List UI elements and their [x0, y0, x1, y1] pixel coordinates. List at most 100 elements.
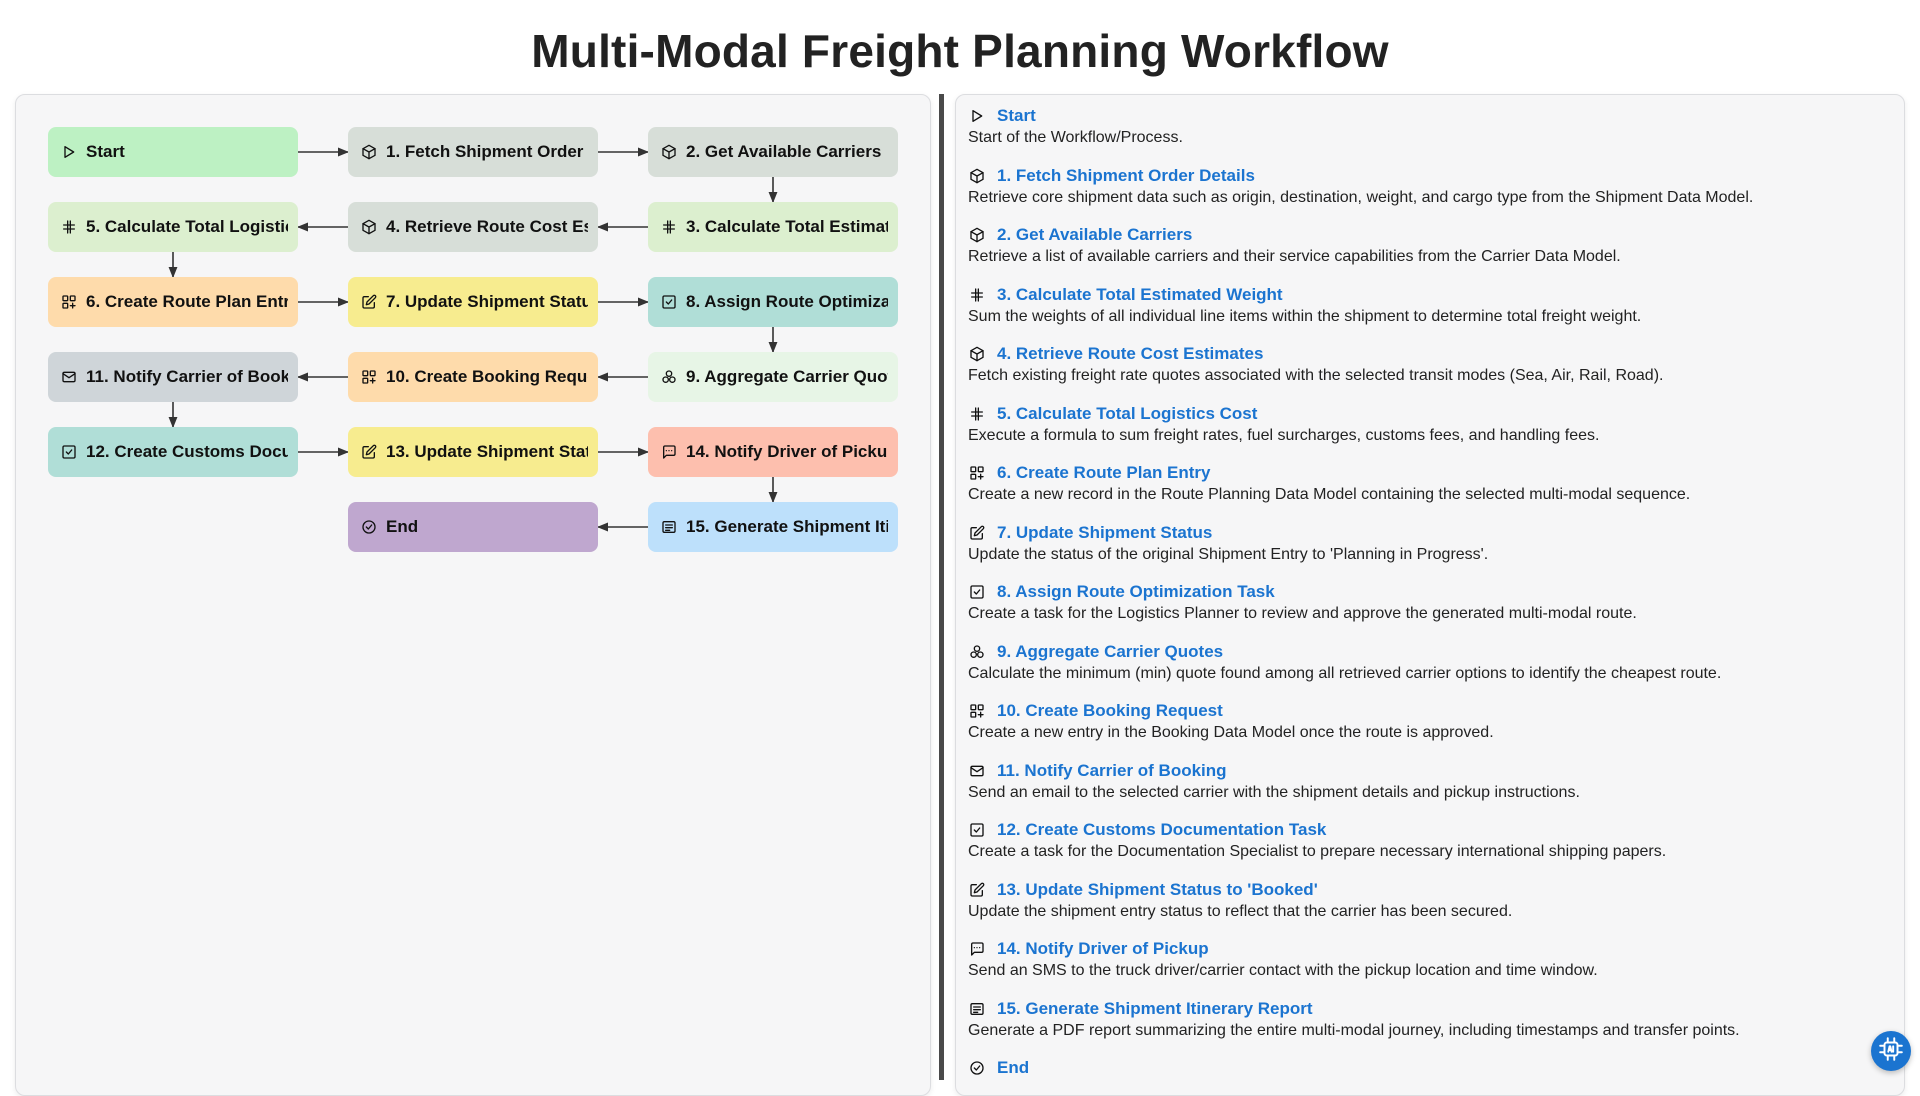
- cube-icon: [968, 167, 986, 185]
- flow-node-label: 8. Assign Route Optimizatio: [686, 292, 888, 311]
- step-title-link[interactable]: 12. Create Customs Documentation Task: [997, 820, 1327, 839]
- checkbox-icon: [968, 821, 986, 839]
- step-title-link[interactable]: 4. Retrieve Route Cost Estimates: [997, 344, 1264, 363]
- step-description-text: Start of the Workflow/Process.: [968, 129, 1183, 146]
- flow-node-label: 2. Get Available Carriers: [686, 142, 882, 161]
- step-title-link[interactable]: End: [997, 1058, 1030, 1077]
- flow-node-n8[interactable]: 8. Assign Route Optimizatio: [648, 277, 898, 327]
- flow-node-start[interactable]: Start: [48, 127, 298, 177]
- step-title-link[interactable]: 14. Notify Driver of Pickup: [997, 939, 1209, 958]
- step-heading: 14. Notify Driver of Pickup: [968, 938, 1888, 960]
- step-description-text: Fetch existing freight rate quotes assoc…: [968, 367, 1664, 384]
- flow-node-n7[interactable]: 7. Update Shipment Status: [348, 277, 598, 327]
- checkbox-icon: [60, 443, 78, 461]
- checkbox-icon: [660, 293, 678, 311]
- step-heading: 8. Assign Route Optimization Task: [968, 581, 1888, 603]
- page-title: Multi-Modal Freight Planning Workflow: [531, 25, 1389, 77]
- step-heading: 2. Get Available Carriers: [968, 224, 1888, 246]
- flow-node-n3[interactable]: 3. Calculate Total Estimated: [648, 202, 898, 252]
- flow-node-label: 1. Fetch Shipment Order De: [386, 142, 588, 161]
- edit-icon: [968, 881, 986, 899]
- check-circle-icon: [360, 518, 378, 536]
- step-description-text: Update the shipment entry status to refl…: [968, 902, 1513, 920]
- flow-node-label: Start: [86, 142, 125, 161]
- panel-divider[interactable]: [939, 94, 944, 1080]
- aggregate-icon: [968, 643, 986, 661]
- step-heading: 9. Aggregate Carrier Quotes: [968, 641, 1888, 663]
- cube-icon: [968, 345, 986, 363]
- step-title-link[interactable]: 13. Update Shipment Status to 'Booked': [997, 879, 1318, 899]
- flow-node-n4[interactable]: 4. Retrieve Route Cost Esti: [348, 202, 598, 252]
- step-description-end: End: [968, 1057, 1888, 1095]
- chip-icon: [1878, 1036, 1904, 1067]
- flow-node-n14[interactable]: 14. Notify Driver of Pickup: [648, 427, 898, 477]
- flow-node-end[interactable]: End: [348, 502, 598, 552]
- step-title-link[interactable]: 11. Notify Carrier of Booking: [997, 760, 1227, 780]
- step-title-link[interactable]: 5. Calculate Total Logistics Cost: [997, 403, 1258, 423]
- cube-icon: [660, 143, 678, 161]
- cube-icon: [360, 143, 378, 161]
- step-title-link[interactable]: 7. Update Shipment Status: [997, 522, 1213, 542]
- step-heading: 1. Fetch Shipment Order Details: [968, 165, 1888, 187]
- step-title-link[interactable]: 1. Fetch Shipment Order Details: [997, 165, 1255, 185]
- edit-icon: [968, 524, 986, 542]
- step-title-link[interactable]: 8. Assign Route Optimization Task: [997, 582, 1275, 601]
- step-description-text: Create a new entry in the Booking Data M…: [968, 724, 1494, 741]
- step-title-link[interactable]: 9. Aggregate Carrier Quotes: [997, 641, 1224, 661]
- flow-node-label: 12. Create Customs Docum: [86, 442, 288, 461]
- step-description-text: Generate a PDF report summarizing the en…: [968, 1021, 1740, 1039]
- step-heading: End: [968, 1057, 1888, 1079]
- flow-node-n9[interactable]: 9. Aggregate Carrier Quote: [648, 352, 898, 402]
- step-title-link[interactable]: 6. Create Route Plan Entry: [997, 463, 1211, 482]
- step-description-text: Create a task for the Logistics Planner …: [968, 605, 1637, 622]
- step-description-text: Execute a formula to sum freight rates, …: [968, 426, 1600, 444]
- step-heading: 5. Calculate Total Logistics Cost: [968, 403, 1888, 425]
- mail-icon: [60, 368, 78, 386]
- flow-node-n6[interactable]: 6. Create Route Plan Entry: [48, 277, 298, 327]
- step-title-link[interactable]: 15. Generate Shipment Itinerary Report: [997, 998, 1313, 1018]
- flow-node-n5[interactable]: 5. Calculate Total Logistics: [48, 202, 298, 252]
- step-description-text: Send an email to the selected carrier wi…: [968, 783, 1580, 801]
- step-description-text: Calculate the minimum (min) quote found …: [968, 664, 1722, 682]
- cube-icon: [968, 226, 986, 244]
- step-title-link[interactable]: 3. Calculate Total Estimated Weight: [997, 284, 1283, 304]
- flow-node-label: 13. Update Shipment Statu: [386, 442, 588, 461]
- step-title-link[interactable]: Start: [997, 106, 1036, 125]
- flow-node-n11[interactable]: 11. Notify Carrier of Bookin: [48, 352, 298, 402]
- mail-icon: [968, 762, 986, 780]
- report-icon: [660, 518, 678, 536]
- ai-assistant-button[interactable]: [1871, 1031, 1911, 1071]
- checkbox-icon: [968, 583, 986, 601]
- flow-node-label: 14. Notify Driver of Pickup: [686, 442, 888, 461]
- step-title-link[interactable]: 10. Create Booking Request: [997, 701, 1223, 720]
- flow-node-n10[interactable]: 10. Create Booking Reques: [348, 352, 598, 402]
- flow-node-label: 3. Calculate Total Estimated: [686, 217, 888, 236]
- grid-plus-icon: [360, 368, 378, 386]
- chat-icon: [968, 940, 986, 958]
- step-heading: 11. Notify Carrier of Booking: [968, 760, 1888, 782]
- step-title-link[interactable]: 2. Get Available Carriers: [997, 225, 1193, 244]
- step-heading: 3. Calculate Total Estimated Weight: [968, 284, 1888, 306]
- flow-node-n1[interactable]: 1. Fetch Shipment Order De: [348, 127, 598, 177]
- flow-node-n15[interactable]: 15. Generate Shipment Itine: [648, 502, 898, 552]
- step-description-text: Update the status of the original Shipme…: [968, 545, 1489, 563]
- flow-node-n12[interactable]: 12. Create Customs Docum: [48, 427, 298, 477]
- flow-node-n13[interactable]: 13. Update Shipment Statu: [348, 427, 598, 477]
- step-description-text: Send an SMS to the truck driver/carrier …: [968, 962, 1598, 979]
- aggregate-icon: [660, 368, 678, 386]
- flow-node-n2[interactable]: 2. Get Available Carriers: [648, 127, 898, 177]
- step-heading: 15. Generate Shipment Itinerary Report: [968, 998, 1888, 1020]
